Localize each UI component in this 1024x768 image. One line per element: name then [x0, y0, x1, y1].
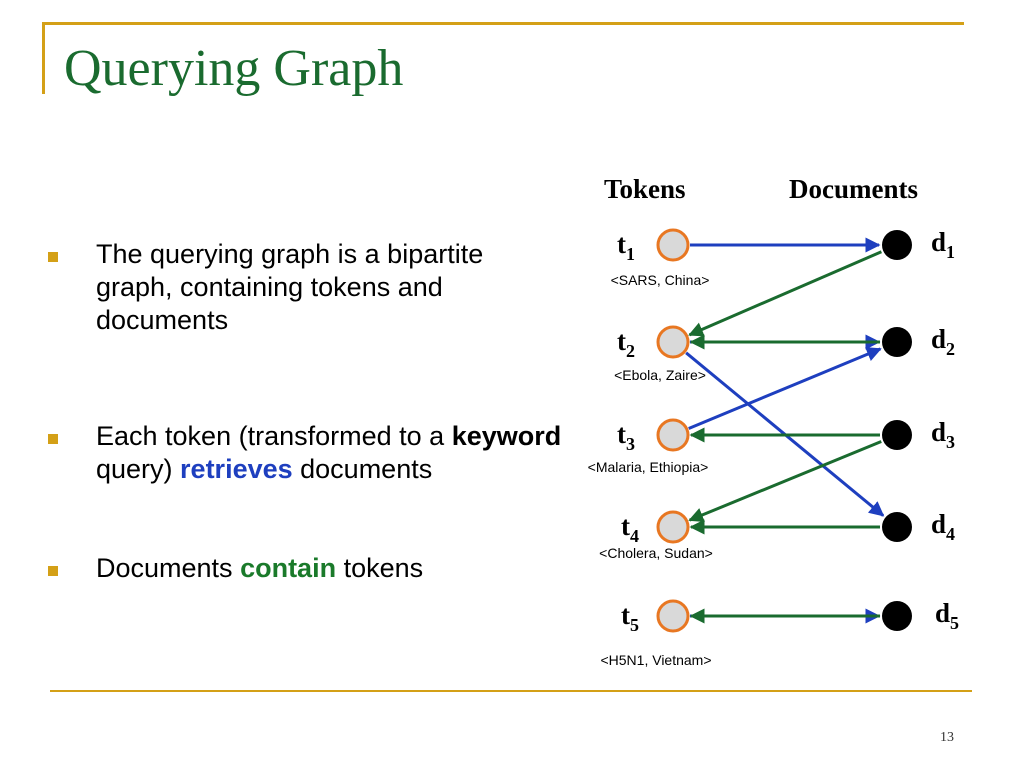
documents-header: Documents	[789, 174, 918, 204]
document-node	[882, 601, 912, 631]
contains-edge	[688, 440, 882, 522]
document-label: d4	[931, 509, 955, 544]
tokens-header: Tokens	[604, 174, 686, 204]
bullet-text: Documents contain tokens	[96, 552, 566, 585]
bullet-text-run: query)	[96, 454, 181, 484]
token-node	[656, 325, 690, 359]
bullet-text-run: Documents	[96, 553, 241, 583]
document-label: d5	[935, 598, 959, 633]
token-tuple: <Malaria, Ethiopia>	[588, 459, 709, 475]
retrieves-edge	[688, 347, 882, 430]
contains-edge	[688, 250, 882, 337]
bullet-text-run: The querying graph is a bipartite graph,…	[96, 239, 484, 335]
token-node	[656, 510, 690, 544]
token-label: t2	[617, 326, 635, 361]
bullet-text: The querying graph is a bipartite graph,…	[96, 238, 566, 337]
bullet-square-icon	[48, 434, 58, 444]
token-node	[656, 418, 690, 452]
token-node	[656, 228, 690, 262]
document-label: d1	[931, 227, 955, 262]
token-label: t5	[621, 600, 639, 635]
token-tuple: <SARS, China>	[611, 272, 710, 288]
bullet-keyword: retrieves	[180, 454, 293, 484]
bullet-text-run: documents	[292, 454, 433, 484]
page-number: 13	[940, 730, 954, 745]
document-label: d3	[931, 417, 955, 452]
token-tuple: <Ebola, Zaire>	[614, 367, 706, 383]
bullet-keyword: contain	[240, 553, 337, 583]
token-label: t4	[621, 511, 639, 546]
token-tuple: <H5N1, Vietnam>	[600, 652, 711, 668]
edge-layer	[685, 237, 885, 624]
bullet-text-run: Each token (transformed to a	[96, 421, 452, 451]
bullet-text-run: tokens	[336, 553, 424, 583]
bullet-keyword: keyword	[451, 421, 562, 451]
token-node	[656, 599, 690, 633]
bullet-square-icon	[48, 566, 58, 576]
token-tuple: <Cholera, Sudan>	[599, 545, 713, 561]
bullet-square-icon	[48, 252, 58, 262]
document-label: d2	[931, 324, 955, 359]
frame-left-line	[42, 22, 45, 94]
slide-title: Querying Graph	[64, 40, 404, 97]
document-node	[882, 230, 912, 260]
frame-top-line	[42, 22, 964, 25]
node-layer: t1 <SARS, China> t2 <Ebola, Zaire> t3 <Malari…	[588, 227, 959, 668]
document-node	[882, 327, 912, 357]
document-node	[882, 420, 912, 450]
frame-bottom-line	[50, 690, 972, 692]
token-label: t3	[617, 419, 635, 454]
document-node	[882, 512, 912, 542]
bullet-text: Each token (transformed to a keyword que…	[96, 420, 566, 486]
token-label: t1	[617, 229, 635, 264]
